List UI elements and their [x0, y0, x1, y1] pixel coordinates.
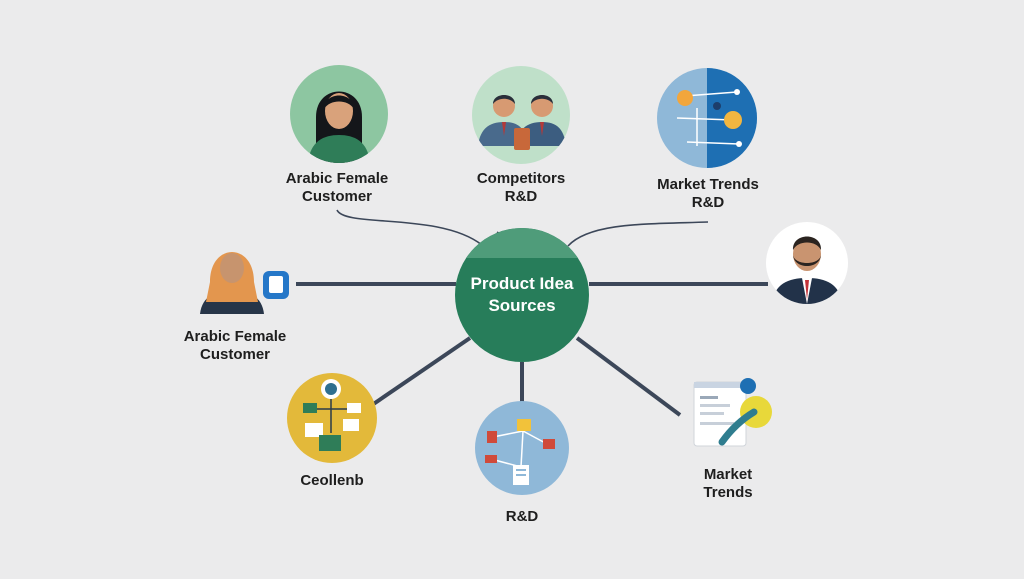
label-competitors: Competitors R&D [446, 170, 596, 206]
label-line2: Trends [703, 484, 753, 501]
hub-highlight [455, 228, 589, 258]
node-market-trends-top [657, 68, 757, 168]
label-line2: Customer [301, 188, 372, 205]
link-market-trends-top [567, 221, 709, 247]
hub-title-line1: Product Idea [470, 274, 574, 293]
label-line1: R&D [505, 508, 539, 525]
label-line2: R&D [691, 194, 725, 211]
node-ceollenb [287, 373, 377, 463]
woman-avatar-icon [308, 91, 370, 163]
node-arabic-female-top [290, 65, 388, 163]
hub-title: Product Idea Sources [462, 273, 582, 317]
label-rnd: R&D [472, 508, 572, 526]
document-icon [263, 271, 289, 299]
label-market-trends-bottom: Market Trends [676, 466, 780, 502]
label-line1: Ceollenb [300, 472, 364, 489]
analytics-dashboard-icon [693, 378, 772, 447]
hub-title-line2: Sources [488, 296, 556, 315]
label-line2: R&D [504, 188, 538, 205]
label-line1: Competitors [476, 170, 566, 187]
node-market-trends-bottom [692, 378, 778, 452]
label-line1: Market Trends [657, 176, 759, 193]
hub-product-idea-sources: Product Idea Sources [455, 228, 589, 362]
label-market-trends-top: Market Trends R&D [638, 176, 778, 212]
process-map-icon [485, 419, 555, 485]
node-arabic-female-left [196, 234, 268, 314]
flowchart-icon [303, 379, 361, 451]
hijab-woman-icon [200, 252, 264, 314]
network-flow-icon [676, 68, 757, 168]
label-arabic-female-left: Arabic Female Customer [160, 328, 310, 364]
business-men-icon [478, 95, 566, 150]
link-ceollenb [370, 336, 472, 407]
label-line1: Arabic Female [183, 328, 287, 345]
label-line1: Market [703, 466, 753, 483]
link-market-trends-bottom [575, 336, 682, 417]
node-man-right [766, 222, 848, 304]
bearded-man-icon [772, 236, 842, 304]
node-competitors [472, 66, 570, 164]
label-arabic-female-top: Arabic Female Customer [262, 170, 412, 206]
node-rnd [475, 401, 569, 495]
label-line2: Customer [199, 346, 270, 363]
label-ceollenb: Ceollenb [270, 472, 394, 490]
label-line1: Arabic Female [285, 170, 389, 187]
